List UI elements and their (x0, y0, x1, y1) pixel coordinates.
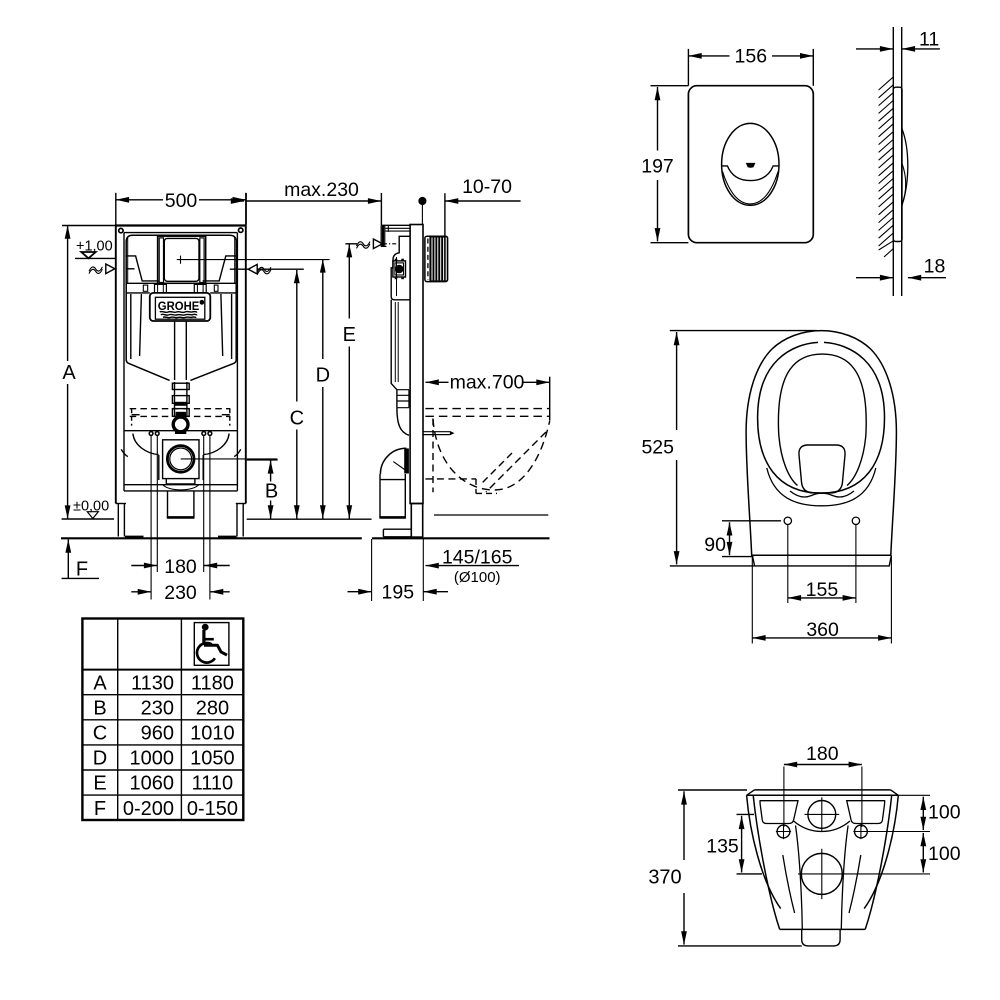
svg-text:1110: 1110 (192, 773, 234, 795)
svg-text:D: D (93, 748, 107, 770)
svg-text:0-150: 0-150 (187, 798, 238, 820)
svg-text:100: 100 (928, 801, 961, 823)
svg-text:155: 155 (806, 579, 839, 601)
svg-text:D: D (316, 365, 330, 387)
svg-text:197: 197 (641, 156, 674, 178)
svg-text:370: 370 (648, 867, 681, 889)
svg-text:0-200: 0-200 (123, 798, 174, 820)
svg-text:A: A (62, 362, 76, 384)
svg-text:(Ø100): (Ø100) (454, 569, 501, 586)
svg-text:E: E (343, 324, 356, 346)
svg-text:18: 18 (924, 255, 946, 277)
svg-text:230: 230 (141, 697, 174, 719)
svg-text:10-70: 10-70 (462, 176, 512, 198)
svg-text:1060: 1060 (130, 773, 175, 795)
svg-text:1180: 1180 (191, 672, 234, 694)
svg-text:max.700: max.700 (450, 371, 525, 393)
svg-text:1010: 1010 (190, 723, 235, 745)
svg-text:±0,00: ±0,00 (73, 499, 109, 515)
svg-text:B: B (93, 697, 106, 719)
svg-text:145/165: 145/165 (442, 546, 513, 568)
svg-text:A: A (93, 672, 107, 694)
svg-text:1130: 1130 (131, 672, 174, 694)
svg-text:180: 180 (164, 556, 197, 578)
svg-text:195: 195 (382, 581, 415, 603)
svg-text:360: 360 (806, 619, 839, 641)
svg-text:280: 280 (196, 697, 229, 719)
svg-text:C: C (290, 408, 304, 430)
svg-text:100: 100 (928, 843, 961, 865)
svg-text:1000: 1000 (130, 748, 175, 770)
svg-text:156: 156 (735, 45, 768, 67)
svg-text:C: C (93, 723, 107, 745)
svg-text:GROHE: GROHE (158, 299, 200, 313)
svg-text:135: 135 (706, 835, 739, 857)
svg-text:max.230: max.230 (284, 179, 359, 201)
svg-text:11: 11 (919, 28, 939, 50)
svg-text:90: 90 (704, 534, 726, 556)
svg-text:E: E (93, 773, 106, 795)
svg-text:1050: 1050 (190, 748, 235, 770)
svg-text:F: F (76, 559, 88, 581)
svg-text:F: F (94, 798, 106, 820)
svg-text:180: 180 (806, 743, 839, 765)
svg-text:+1,00: +1,00 (76, 239, 113, 255)
svg-text:230: 230 (164, 582, 197, 604)
svg-text:960: 960 (141, 723, 174, 745)
svg-text:B: B (265, 481, 278, 503)
svg-text:525: 525 (641, 437, 674, 459)
svg-text:500: 500 (165, 190, 198, 212)
